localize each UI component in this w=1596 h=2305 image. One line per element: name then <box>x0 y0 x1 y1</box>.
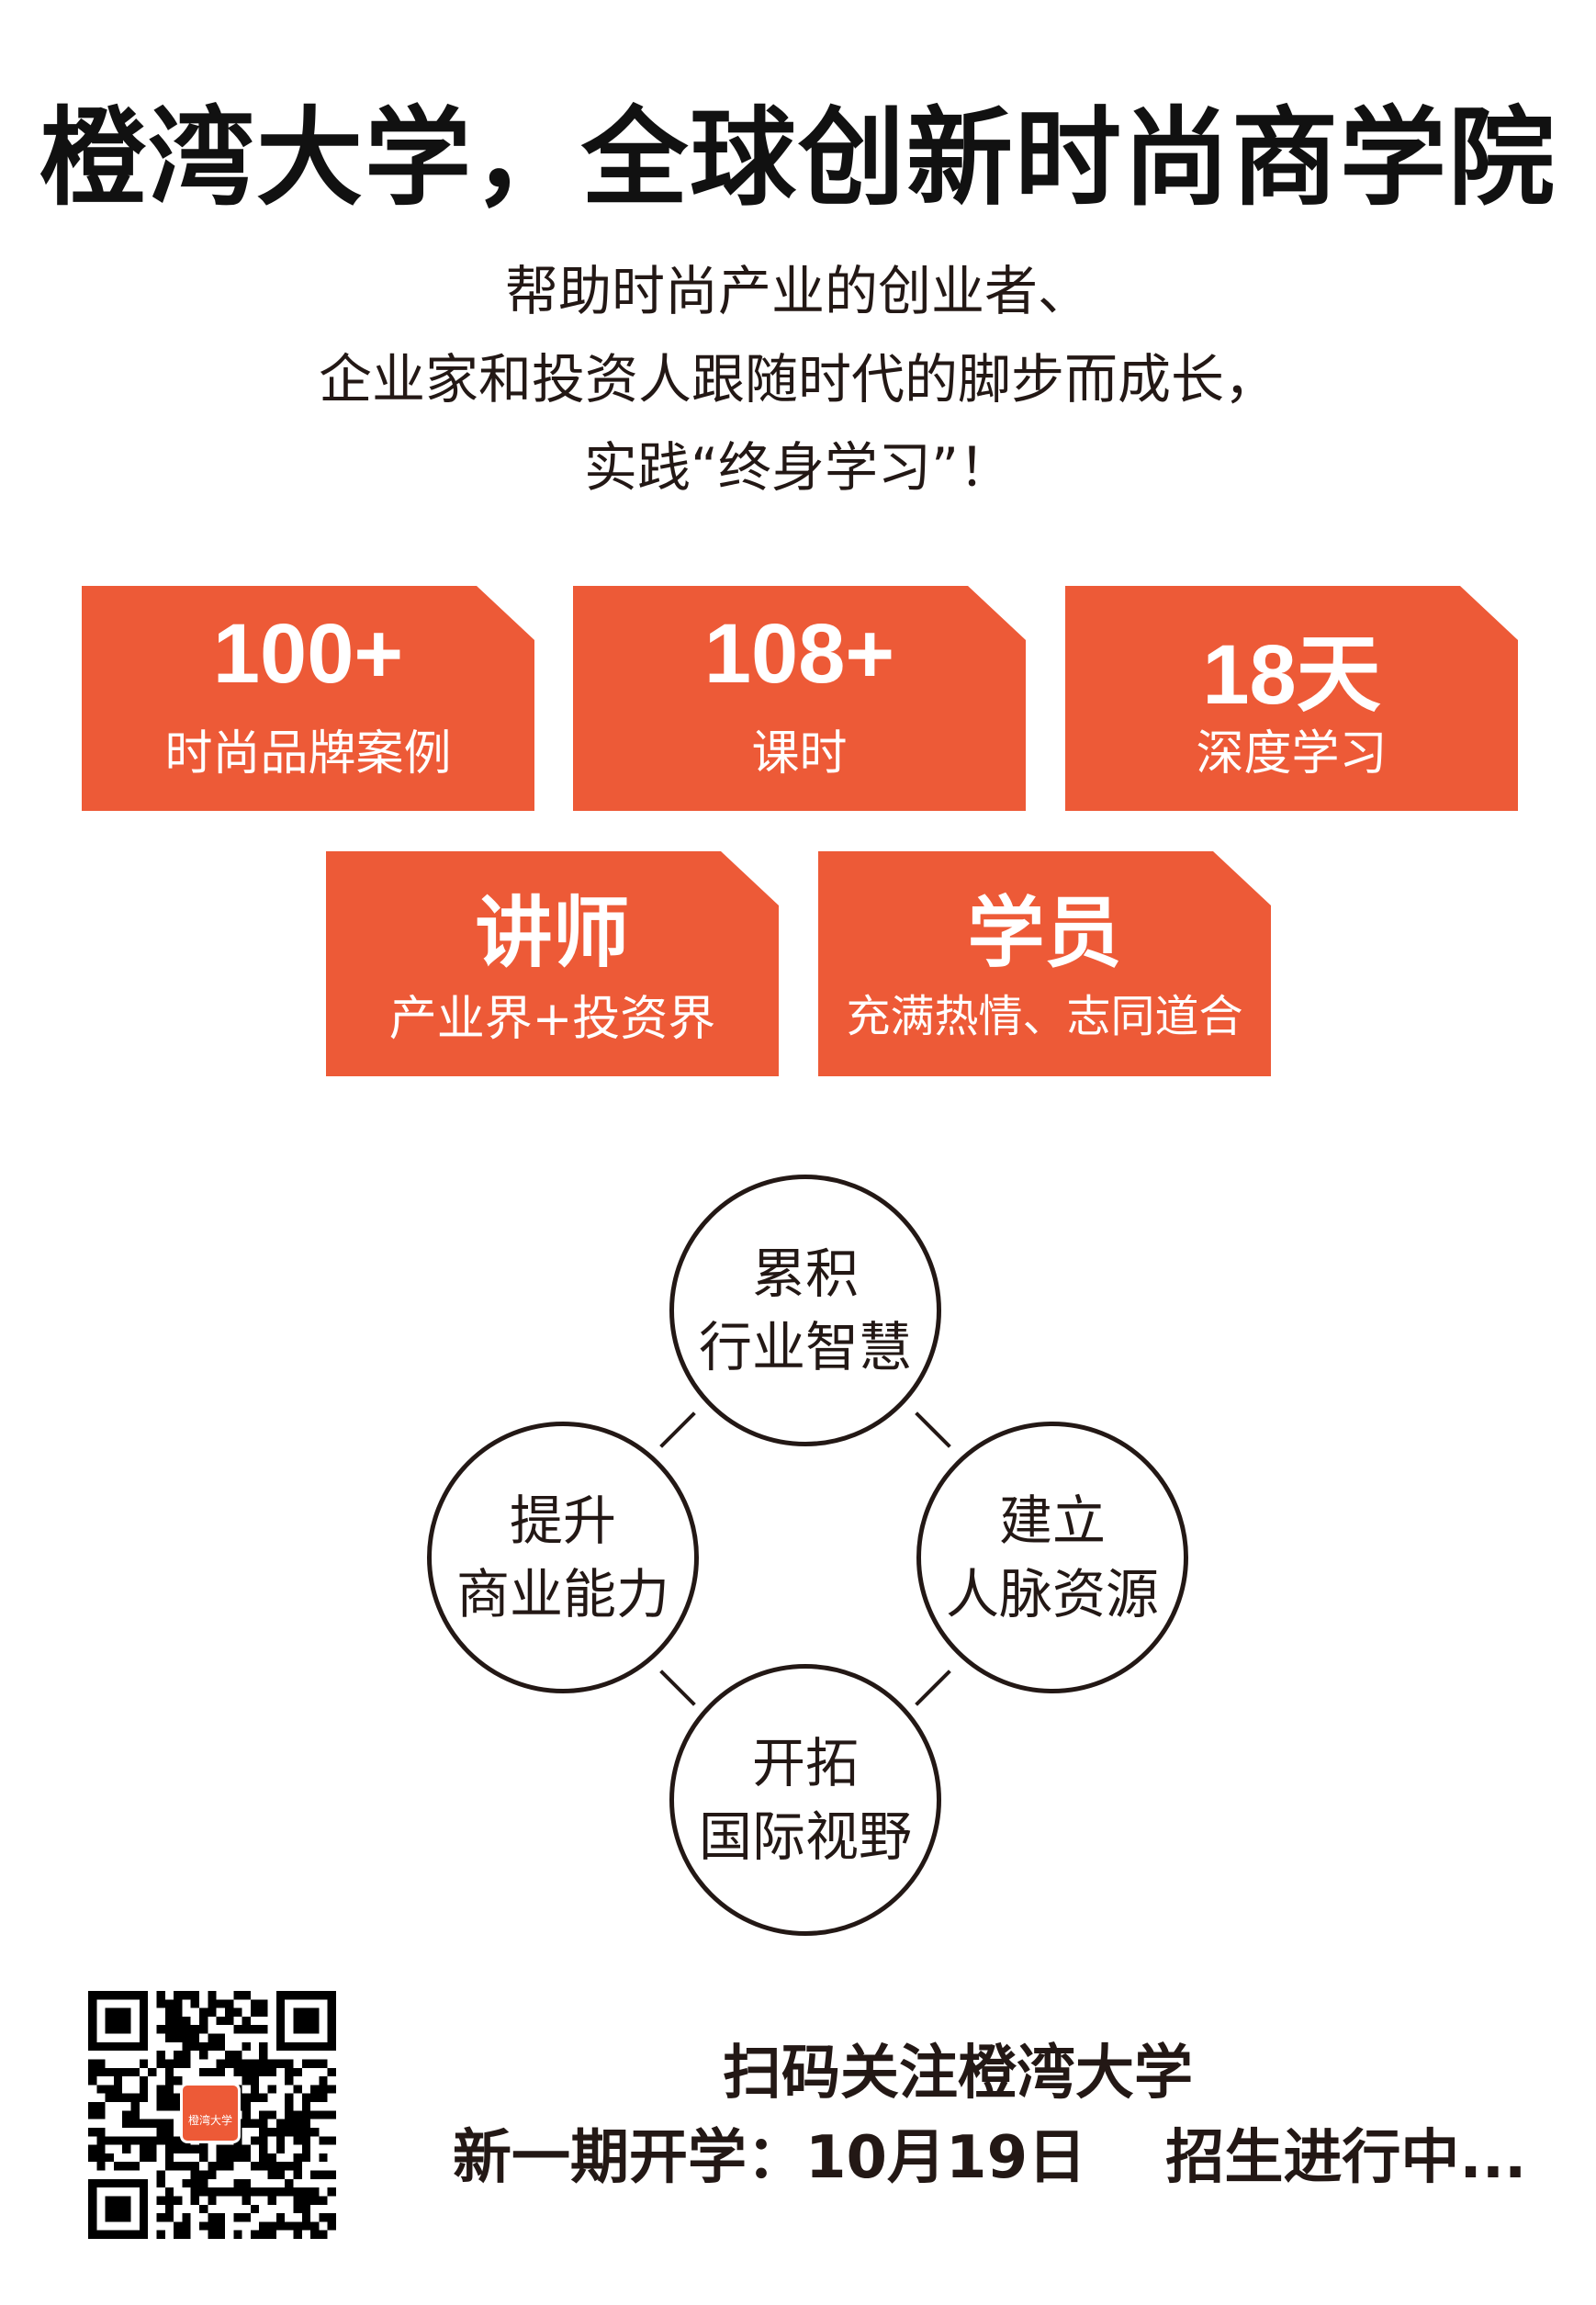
stat-card-cases: 100+ 时尚品牌案例 <box>82 586 534 811</box>
stat-value: 讲师 <box>475 888 630 978</box>
connector-line <box>659 1670 696 1706</box>
stat-value: 100+ <box>212 607 404 701</box>
circle-line2: 行业智慧 <box>698 1316 912 1378</box>
circle-line2: 国际视野 <box>698 1805 912 1868</box>
stat-card-lecturers: 讲师产业界+投资界 <box>326 851 779 1076</box>
stat-label: 时尚品牌案例 <box>164 726 452 781</box>
enrollment-status: 招生进行中... <box>1165 2124 1527 2192</box>
qr-logo-text: 橙湾大学 <box>187 2114 232 2127</box>
start-date: 新一期开学：10月19日 <box>453 2124 1087 2192</box>
connector-line <box>659 1411 696 1448</box>
stat-label: 充满热情、志同道合 <box>846 991 1243 1042</box>
stat-label: 课时 <box>751 726 848 781</box>
subtitle-line-1: 帮助时尚产业的创业者、 <box>504 260 1091 322</box>
stat-value: 学员 <box>967 888 1122 978</box>
circle-line1: 提升 <box>509 1490 616 1552</box>
circle-business-ability: 提升商业能力 <box>427 1422 699 1693</box>
stat-label: 产业界+投资界 <box>388 992 716 1047</box>
circle-line1: 开拓 <box>751 1732 859 1794</box>
circle-line1: 建立 <box>998 1490 1106 1552</box>
connector-line <box>915 1411 951 1448</box>
stat-value: 18天 <box>1202 628 1381 722</box>
qr-code <box>88 1991 336 2239</box>
footer-enrollment: 新一期开学：10月19日 招生进行中... <box>453 2110 1526 2195</box>
circle-line2: 商业能力 <box>455 1563 669 1625</box>
connector-line <box>915 1670 951 1706</box>
circle-industry-wisdom: 累积行业智慧 <box>669 1175 941 1446</box>
stat-card-days: 18天深度学习 <box>1065 586 1518 811</box>
stat-card-students: 学员充满热情、志同道合 <box>818 851 1271 1076</box>
stat-label: 深度学习 <box>1196 726 1388 781</box>
footer-follow-text: 扫码关注橙湾大学 <box>723 2040 1193 2108</box>
subtitle-line-2: 企业家和投资人跟随时代的脚步而成长， <box>318 348 1277 410</box>
subtitle-line-3: 实践“终身学习”！ <box>583 436 1013 499</box>
circle-network: 建立人脉资源 <box>916 1422 1188 1693</box>
qr-logo: 橙湾大学 <box>180 2083 241 2143</box>
circle-line2: 人脉资源 <box>945 1563 1159 1625</box>
page-title: 橙湾大学，全球创新时尚商学院 <box>39 96 1557 220</box>
circle-line1: 累积 <box>751 1242 859 1305</box>
circle-global-vision: 开拓国际视野 <box>669 1664 941 1936</box>
stat-value: 108+ <box>703 607 895 701</box>
stat-card-hours: 108+ 课时 <box>573 586 1026 811</box>
